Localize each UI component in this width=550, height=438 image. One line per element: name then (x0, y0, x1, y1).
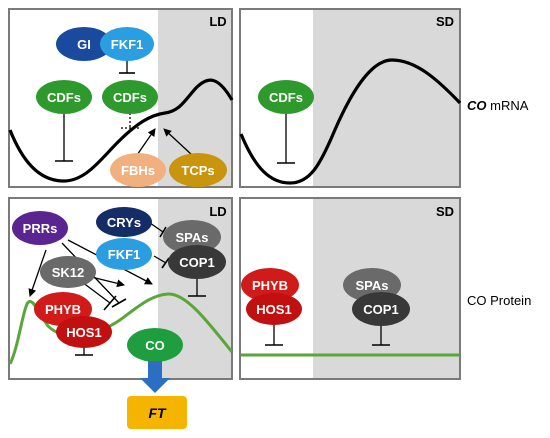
prrs-to-curve-arrow (28, 249, 47, 297)
crys-spas-line (149, 222, 164, 233)
ft-label: FT (148, 405, 167, 421)
spas-node-ld: SPAs (163, 220, 221, 254)
svg-text:HOS1: HOS1 (66, 325, 101, 340)
cop1-node-sd: COP1 (352, 292, 410, 326)
ft-box: FT (127, 396, 187, 429)
fkf1-node-top: FKF1 (100, 27, 154, 61)
panel-ld-protein: LD PRRs CRYs FKF1 (8, 197, 234, 380)
svg-text:HOS1: HOS1 (256, 302, 291, 317)
mrna-curve-sd (239, 58, 462, 185)
svg-text:FKF1: FKF1 (108, 247, 141, 262)
svg-text:CO: CO (145, 338, 165, 353)
cop1-node-ld: COP1 (168, 245, 226, 279)
crys-node: CRYs (96, 207, 152, 237)
panel-border-sd-bottom (239, 197, 461, 380)
svg-text:PRRs: PRRs (23, 221, 58, 236)
phyb-node-sd: PHYB (241, 268, 299, 302)
crys-spas-bar (159, 226, 167, 238)
panel-border-sd-top (239, 8, 461, 188)
panel-sd-protein: SD PHYB HOS1 SPAs COP1 (239, 197, 461, 380)
panel-border-ld-bottom (8, 197, 233, 380)
svg-text:SPAs: SPAs (176, 230, 209, 245)
svg-text:TCPs: TCPs (181, 163, 214, 178)
panel-tag-ld-top: LD (209, 14, 226, 29)
mrna-row-label: CO mRNA (467, 98, 529, 113)
panel-tag-sd-top: SD (436, 14, 454, 29)
fkf1-node-bottom: FKF1 (96, 238, 152, 270)
svg-text:COP1: COP1 (363, 302, 398, 317)
night-shade-sd-top (313, 9, 460, 187)
mrna-label-gene: CO (467, 98, 487, 113)
sk12-inhibition-bar (103, 295, 117, 311)
panel-tag-ld-bottom: LD (209, 204, 226, 219)
sk12-node: SK12 (40, 256, 96, 288)
tcps-activation-arrow (163, 128, 193, 156)
cdfs-node-sd: CDFs (258, 80, 314, 114)
fkf1-cop1-line (153, 255, 167, 264)
svg-text:SPAs: SPAs (356, 278, 389, 293)
cdfs-node-left: CDFs (36, 80, 92, 114)
sk12-inhibition-line (81, 281, 111, 304)
svg-text:CDFs: CDFs (269, 90, 303, 105)
svg-text:GI: GI (77, 37, 91, 52)
hos1-node-ld: HOS1 (56, 316, 112, 348)
svg-text:SK12: SK12 (52, 265, 85, 280)
svg-text:CRYs: CRYs (107, 215, 141, 230)
panel-sd-mrna: SD CDFs (239, 8, 462, 188)
co-node: CO (127, 328, 183, 362)
tcps-node: TCPs (169, 153, 227, 187)
cdfs-node-mid: CDFs (102, 80, 158, 114)
fbhs-activation-arrow (136, 128, 156, 156)
prrs-node: PRRs (12, 211, 68, 245)
svg-text:COP1: COP1 (179, 255, 214, 270)
svg-text:FBHs: FBHs (121, 163, 155, 178)
prrs-to-cdfs-bar (111, 298, 127, 308)
svg-text:CDFs: CDFs (113, 90, 147, 105)
hos1-node-sd: HOS1 (246, 293, 302, 325)
protein-row-label: CO Protein (467, 293, 531, 308)
gi-node: GI (56, 27, 112, 61)
panel-tag-sd-bottom: SD (436, 204, 454, 219)
fkf1-cop1-bar (161, 257, 170, 269)
fbhs-node: FBHs (110, 153, 166, 187)
co-to-ft-arrow (140, 361, 170, 393)
panel-ld-mrna: LD GI FKF1 CDFs CDFs FBH (8, 8, 234, 188)
svg-text:CDFs: CDFs (47, 90, 81, 105)
svg-text:PHYB: PHYB (252, 278, 288, 293)
mrna-label-suffix: mRNA (487, 98, 529, 113)
svg-text:PHYB: PHYB (45, 302, 81, 317)
svg-text:FKF1: FKF1 (111, 37, 144, 52)
